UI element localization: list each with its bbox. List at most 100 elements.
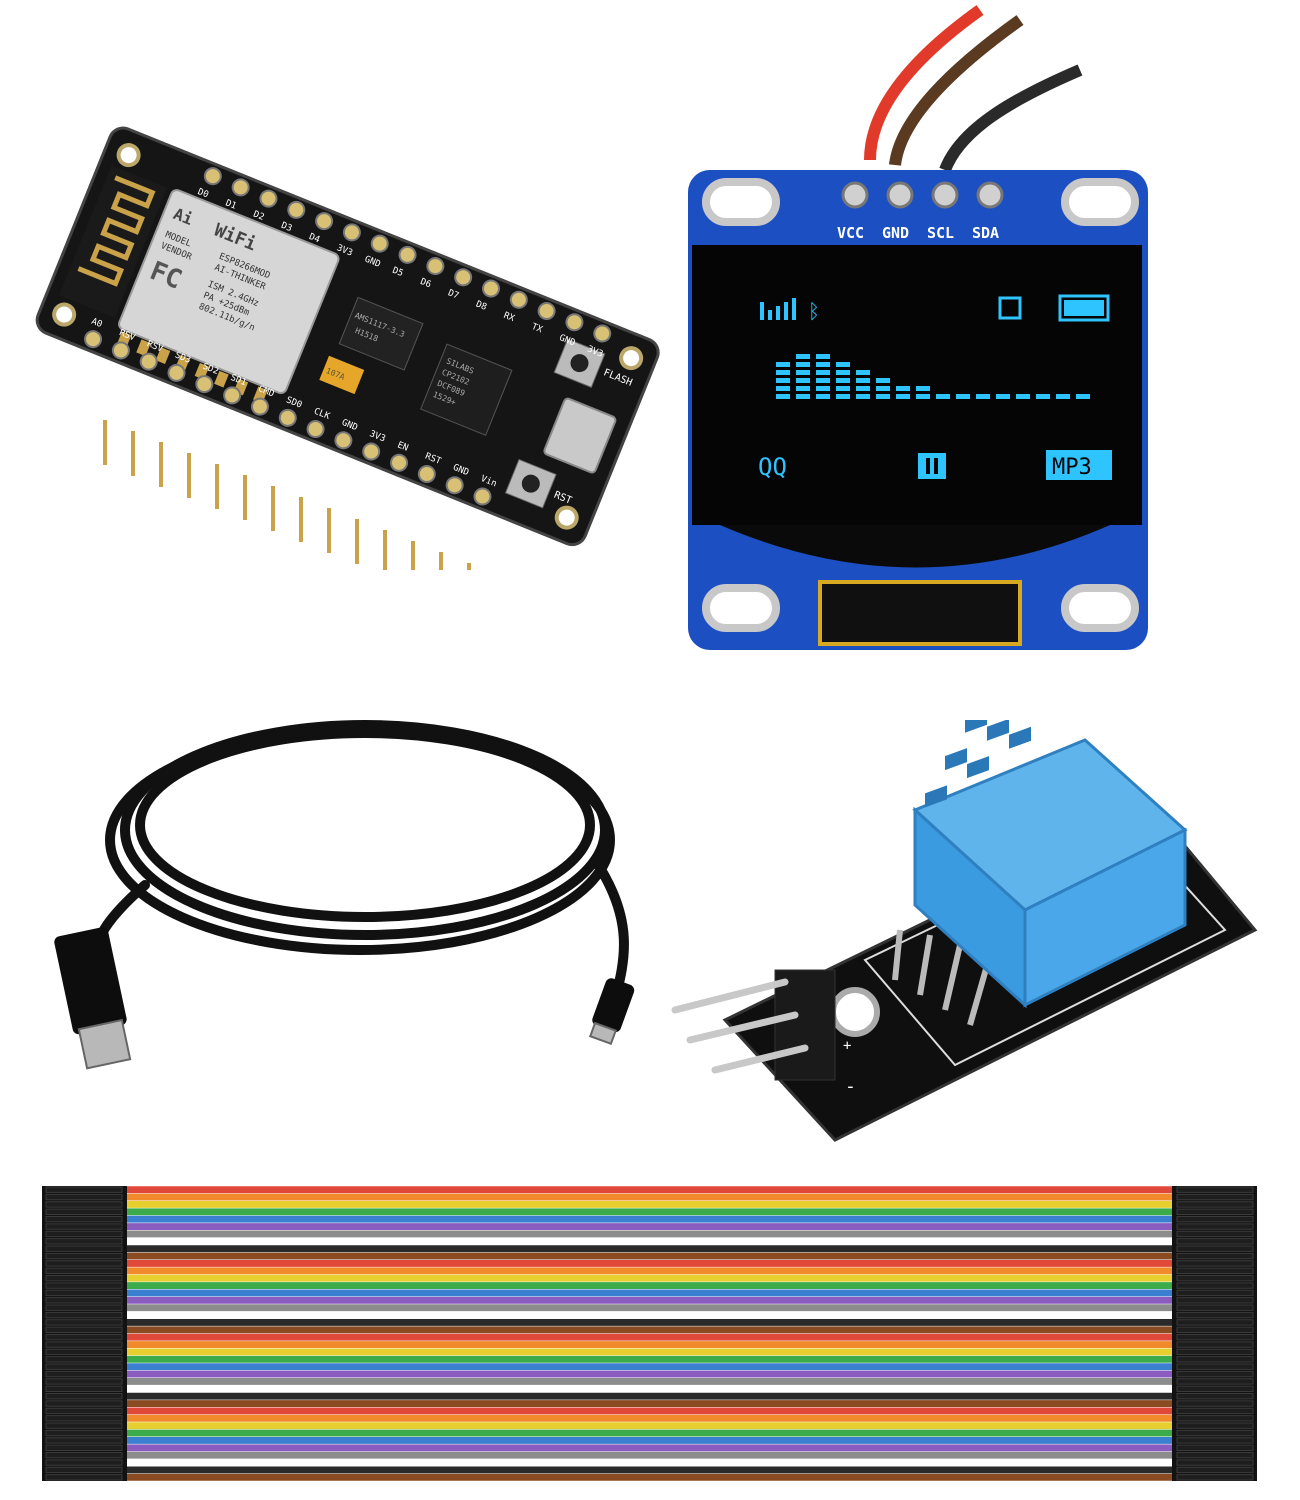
connector-housing [1176,1252,1254,1260]
eq-segment [796,370,810,375]
eq-segment [796,362,810,367]
pin-pad [481,279,500,298]
pin-pad [306,420,325,439]
connector-housing [1176,1429,1254,1437]
vent-hole [987,718,1009,741]
pin-pad [203,167,222,186]
dht11-module: + - [665,622,1265,1150]
pin-label: EN [396,440,410,453]
eq-segment [816,378,830,383]
nodemcu-bottom-pin-row: A0RSVRSVSD3SD2SD1CMDSD0CLKGND3V3ENRSTGND… [84,317,498,506]
pin-label: D7 [446,288,460,301]
pin-pad [315,212,334,231]
pin-pad [139,352,158,371]
connector-housing [1176,1407,1254,1415]
eq-segment [816,370,830,375]
connector-housing [45,1275,123,1282]
vent-hole [965,710,987,733]
eq-segment [836,394,850,399]
left-connector-block [42,1186,127,1481]
connector-housing [1176,1289,1254,1297]
signal-icon [760,298,796,320]
connector-housing [1176,1385,1254,1392]
eq-segment [816,354,830,359]
connector-housing [45,1429,123,1437]
button-cap [570,354,589,373]
connector-housing [45,1193,123,1201]
connector-housing [45,1223,123,1230]
connector-housing [1176,1319,1254,1326]
connector-housing [1176,1474,1254,1481]
connector-housing [1176,1459,1254,1466]
connector-housing [1176,1201,1254,1208]
connector-housing [1176,1363,1254,1370]
eq-segment [956,394,970,399]
connector-housing [45,1311,123,1319]
pin-pad [976,181,1004,209]
pin-pad [195,375,214,394]
eq-segment [976,394,990,399]
cable-coils [90,720,629,1005]
pin-pad [841,181,869,209]
connector-housing [1176,1267,1254,1274]
pin-label: D3 [280,221,294,234]
micro-usb-plug [588,978,635,1046]
connector-housing [1176,1378,1254,1385]
qq-label: QQ [758,453,787,481]
connector-housing [45,1334,123,1341]
connector-housing [45,1422,123,1429]
header-pins [671,978,809,1074]
connector-housing [1176,1444,1254,1451]
eq-segment [776,394,790,399]
connector-housing [45,1363,123,1370]
screen-flex-shadow [720,525,1110,568]
eq-segment [896,386,910,391]
eq-segment [816,362,830,367]
sensor-side [1023,827,1187,1008]
pin-header [774,969,836,1081]
pin-pad [111,341,130,360]
connector-housing [45,1466,123,1474]
eq-segment [776,386,790,391]
pause-icon [918,453,946,479]
pin-label: D1 [224,198,238,211]
eq-segment [796,394,810,399]
vent-hole [1009,726,1031,749]
pin-label: D5 [391,266,405,279]
eq-segment [876,386,890,391]
wire-brown [889,15,1024,166]
pin-label: A0 [90,317,104,330]
castellation-pad [155,347,171,364]
mount-hole [830,987,880,1037]
eq-segment [796,378,810,383]
connector-housing [45,1304,123,1311]
pin-pad [278,408,297,427]
pin-pad [426,257,445,276]
pin-pad [931,181,959,209]
connector-housing [1176,1348,1254,1356]
vent-hole [967,756,989,779]
eq-segment [916,386,930,391]
nodemcu-board: Ai WiFi MODEL VENDOR ESP8266MOD AI-THINK… [10,110,660,619]
connector-housing [1176,1193,1254,1201]
connector-housing [45,1400,123,1407]
eq-segment [1016,394,1030,399]
right-connector-block [1172,1186,1257,1481]
eq-segment [896,394,910,399]
wire-white [914,34,1063,170]
pin-pad [886,181,914,209]
pin-label: GND [882,224,909,242]
connector-housing [45,1230,123,1238]
pin-pad [390,453,409,472]
pin-pad [417,465,436,484]
connector-housing [45,1289,123,1297]
voltage-regulator [338,296,424,371]
connector-housing [45,1474,123,1481]
usb-cable [35,700,655,1070]
pin-label: D2 [252,210,266,223]
pin-pad [593,324,612,343]
vent-hole [945,748,967,771]
mp3-label: MP3 [1052,455,1092,480]
battery-fill [1064,300,1104,316]
